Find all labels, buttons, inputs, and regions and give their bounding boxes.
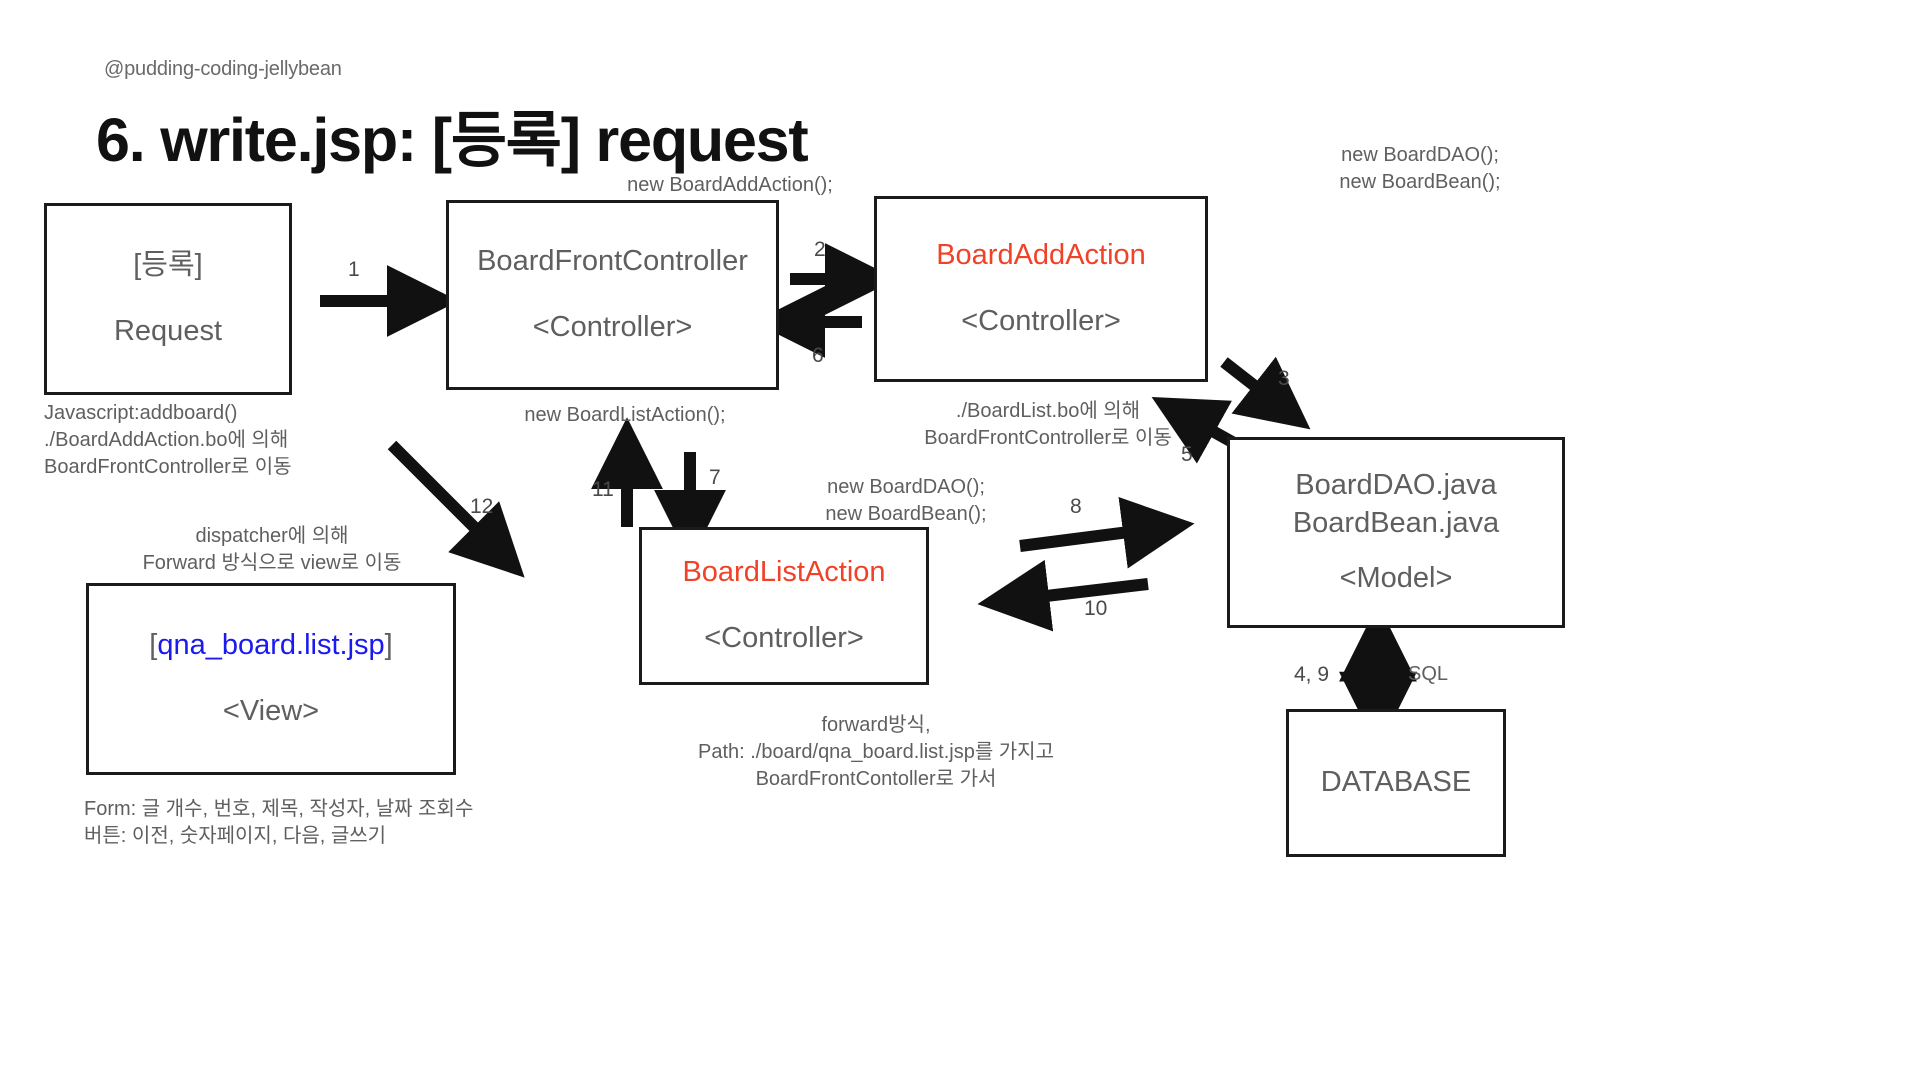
note-new-board-list-action: new BoardListAction(); (524, 404, 726, 426)
box-list-action-line2: <Controller> (704, 622, 864, 654)
edge-label-sql: SQL (1408, 663, 1449, 685)
box-view-jsp[interactable]: [qna_board.list.jsp] <View> (86, 583, 456, 775)
box-board-add-action[interactable]: BoardAddAction <Controller> (874, 196, 1208, 382)
box-request-line2: Request (113, 315, 222, 347)
arrow-3 (1220, 356, 1311, 430)
note-boardlist-bo-redirect: ./BoardList.bo에 의해 BoardFrontController로… (924, 400, 1172, 449)
box-view-jsp-name: qna_board.list.jsp (157, 629, 385, 662)
box-add-action-line1: BoardAddAction (936, 239, 1146, 272)
page-title: 6. write.jsp: [등록] request (96, 106, 809, 174)
box-view-line2: <View> (222, 695, 320, 727)
edge-label-1: 1 (348, 258, 360, 281)
edge-label-10: 10 (1084, 597, 1108, 620)
box-request-line1: [등록] (133, 249, 203, 282)
note-new-board-add-action: new BoardAddAction(); (627, 174, 833, 196)
box-view-line1: [qna_board.list.jsp] (149, 627, 392, 665)
box-database-line1: DATABASE (1320, 766, 1472, 799)
note-form-buttons: Form: 글 개수, 번호, 제목, 작성자, 날짜 조회수 버튼: 이전, … (84, 798, 474, 847)
note-forward-path: forward방식, Path: ./board/qna_board.list.… (697, 714, 1054, 790)
edge-label-11: 11 (592, 478, 614, 501)
edge-label-5: 5 (1181, 443, 1193, 466)
note-javascript-addboard: Javascript:addboard() ./BoardAddAction.b… (44, 402, 292, 478)
box-model-dao-bean[interactable]: BoardDAO.java BoardBean.java <Model> (1227, 437, 1565, 628)
edge-label-6: 6 (812, 344, 824, 367)
box-board-list-action[interactable]: BoardListAction <Controller> (639, 527, 929, 685)
box-add-action-line2: <Controller> (961, 305, 1121, 337)
bracket-close: ] (384, 629, 393, 662)
box-model-line2: BoardBean.java (1292, 506, 1500, 539)
note-new-dao-bean-mid: new BoardDAO(); new BoardBean(); (825, 476, 987, 525)
box-model-line1: BoardDAO.java (1295, 468, 1497, 501)
box-front-controller-line1: BoardFrontController (477, 245, 748, 278)
edge-label-7: 7 (709, 466, 721, 489)
edge-label-4-9: 4, 9 (1294, 663, 1330, 686)
note-new-dao-bean-top: new BoardDAO(); new BoardBean(); (1339, 144, 1501, 193)
note-dispatcher-forward: dispatcher에 의해 Forward 방식으로 view로 이동 (142, 525, 402, 574)
bracket-open: [ (149, 629, 158, 662)
box-board-front-controller[interactable]: BoardFrontController <Controller> (446, 200, 779, 390)
box-list-action-line1: BoardListAction (682, 556, 886, 589)
arrow-10 (977, 559, 1149, 632)
edge-label-8: 8 (1070, 495, 1082, 518)
arrow-8 (1019, 497, 1195, 569)
box-database[interactable]: DATABASE (1286, 709, 1506, 857)
edge-label-12: 12 (470, 495, 494, 518)
box-request[interactable]: [등록] Request (44, 203, 292, 395)
edge-label-2: 2 (814, 238, 826, 261)
author-handle: @pudding-coding-jellybean (104, 58, 342, 80)
edge-label-3: 3 (1278, 367, 1290, 390)
box-model-line3: <Model> (1339, 562, 1453, 595)
box-front-controller-line2: <Controller> (532, 311, 693, 343)
